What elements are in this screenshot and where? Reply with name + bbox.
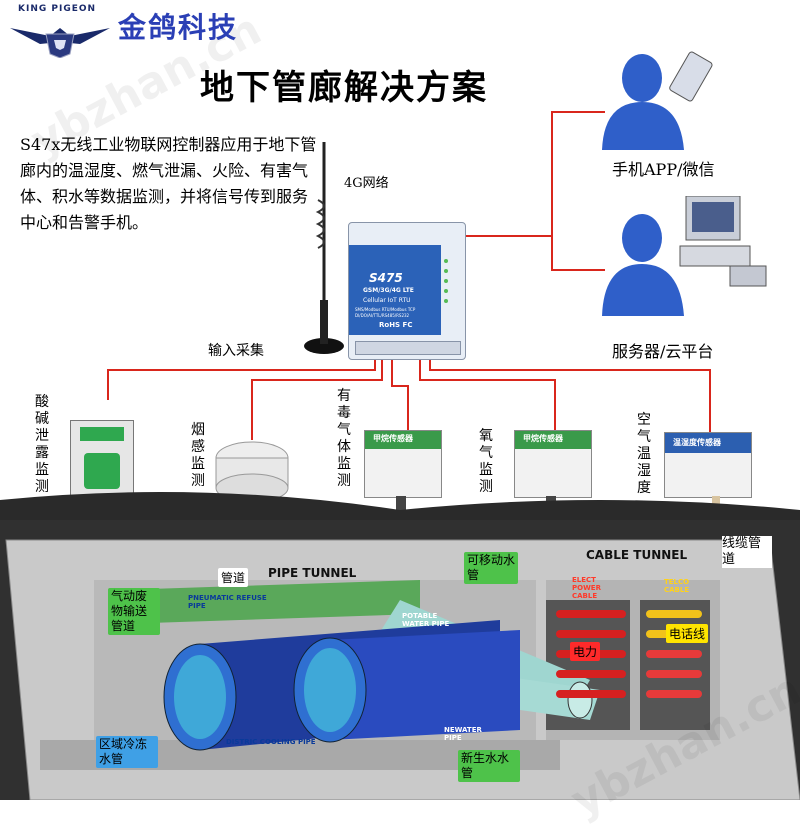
description-text: S47x无线工业物联网控制器应用于地下管廊内的温湿度、燃气泄漏、火险、有害气体、…	[20, 135, 317, 232]
antenna-icon	[304, 142, 344, 354]
power-cn: 电力	[570, 642, 601, 661]
brand-english: KING PIGEON	[18, 4, 97, 14]
telco-en: TELCO CABLE	[664, 578, 690, 594]
toxic-gas-sensor: 甲烷传感器	[364, 430, 442, 498]
page-title: 地下管廊解决方案	[200, 68, 488, 108]
network-label: 4G网络	[344, 176, 389, 191]
cable-bundles	[556, 610, 702, 698]
oxygen-sensor: 甲烷传感器	[514, 430, 592, 498]
sensor-label-humidity: 空气温湿度	[637, 412, 651, 496]
telco-cn: 电话线	[666, 624, 709, 643]
pneumatic-en: PNEUMATIC REFUSE PIPE	[188, 594, 267, 610]
device-line1: GSM/3G/4G LTE	[363, 287, 414, 294]
oxygen-sensor-text: 甲烷传感器	[523, 434, 563, 443]
cooling-en: DISTRIC COOLING PIPE	[226, 738, 316, 746]
device-line3: SMS/Modbus RTU/Modbus TCP	[355, 307, 416, 312]
cable-tunnel-cn: 线缆管道	[722, 536, 772, 568]
device-certs: RoHS FC	[379, 321, 413, 329]
app-label: 手机APP/微信	[612, 160, 715, 179]
newater-en: NEWATER PIPE	[444, 726, 482, 742]
cable-tunnel-label: CABLE TUNNEL	[586, 548, 688, 562]
mobile-user-icon	[602, 51, 713, 150]
toxic-probe	[396, 496, 406, 516]
humidity-sensor-text: 温湿度传感器	[673, 438, 721, 447]
diagram-canvas: ybzhan.cn KING PIGEON 金鸽科技 地下管廊解决方案 S47x…	[0, 4, 800, 827]
pipe-tunnel-cn: 管道	[218, 568, 249, 587]
cooling-cn: 区域冷冻水管	[96, 736, 158, 768]
input-label: 输入采集	[208, 343, 264, 359]
connection-lines	[107, 111, 711, 440]
pneumatic-cn: 气动废物输送管道	[108, 588, 160, 635]
sensor-label-acid: 酸碱泄露监测	[35, 394, 49, 495]
newater-cn: 新生水水管	[458, 750, 520, 782]
sensor-label-oxygen: 氧气监测	[479, 428, 493, 495]
sensor-label-toxic: 有毒气体监测	[337, 388, 351, 489]
terminal-block	[355, 341, 461, 355]
power-en: ELECT POWER CABLE	[572, 576, 601, 600]
potable-cn: 可移动水管	[464, 552, 518, 584]
toxic-sensor-text: 甲烷传感器	[373, 434, 413, 443]
potable-en: POTABLE WATER PIPE	[402, 612, 450, 628]
pipe-tunnel-label: PIPE TUNNEL	[268, 566, 357, 580]
server-user-icon	[602, 196, 767, 316]
device-panel	[349, 245, 441, 335]
server-label: 服务器/云平台	[612, 342, 714, 361]
device-line4: DI/DO/AI/TTL/RS485/RS232	[355, 313, 410, 318]
sensor-label-smoke: 烟感监测	[191, 422, 205, 489]
status-leds	[444, 253, 460, 333]
humidity-sensor: 温湿度传感器	[664, 432, 752, 498]
device-model: S475	[369, 271, 403, 285]
rtu-device: S475 GSM/3G/4G LTE Cellular IoT RTU SMS/…	[348, 222, 466, 360]
device-line2: Cellular IoT RTU	[363, 297, 411, 304]
brand-chinese: 金鸽科技	[118, 11, 239, 44]
king-pigeon-logo	[10, 28, 110, 58]
